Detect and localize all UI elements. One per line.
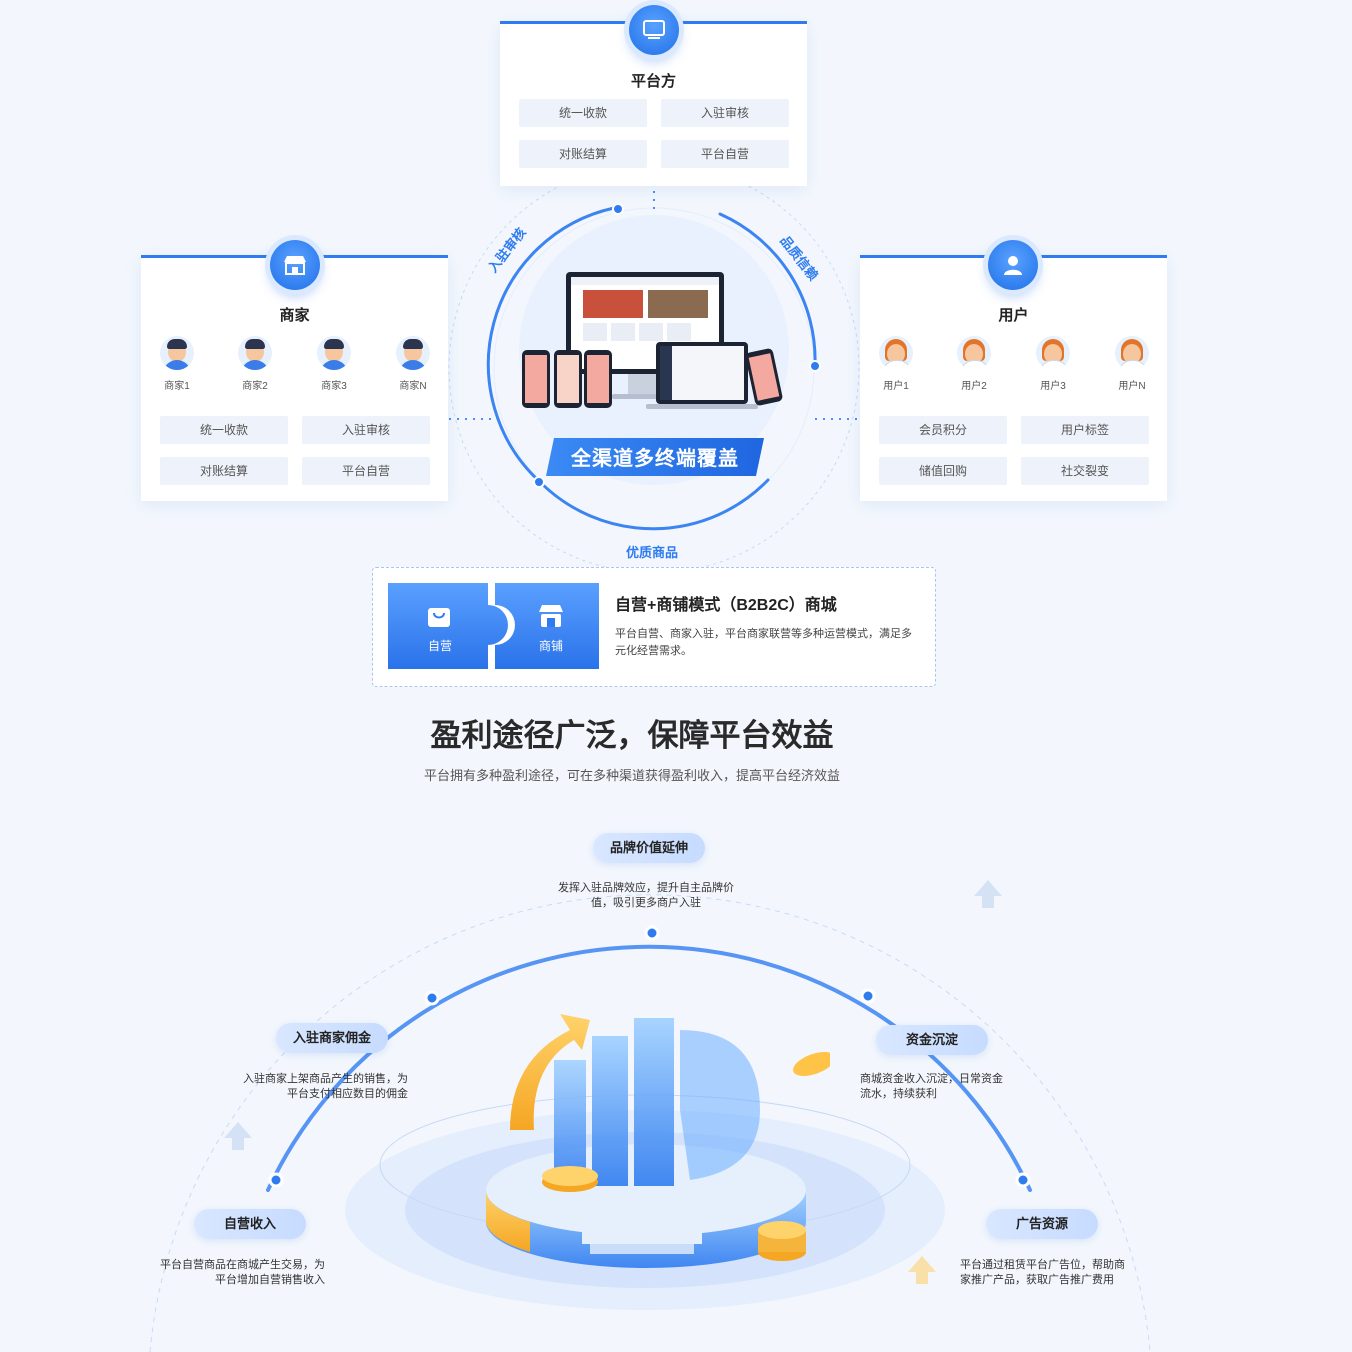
user-item: 社交裂变	[1021, 457, 1149, 485]
user-avatar	[879, 336, 913, 370]
desc-ads: 平台通过租赁平台广告位，帮助商家推广产品，获取广告推广费用	[960, 1259, 1125, 1286]
tag-funds: 资金沉淀	[876, 1025, 988, 1055]
user-item: 会员积分	[879, 416, 1007, 444]
user-avatar	[957, 336, 991, 370]
section-title: 盈利途径广泛，保障平台效益	[430, 718, 834, 753]
merchant-title: 商家	[279, 307, 310, 324]
profit-illustration	[485, 1014, 830, 1268]
devices-illustration	[522, 272, 783, 409]
mode-puzzle	[388, 583, 599, 669]
user-avatar	[1115, 336, 1149, 370]
desc-commission: 入驻商家上架商品产生的销售，为平台支付相应数目的佣金	[243, 1073, 408, 1100]
merchant-avatar	[160, 336, 194, 370]
user-card: 用户 会员积分 用户标签 储值回购 社交裂变	[860, 255, 1167, 501]
merchant-card: 商家 统一收款 入驻审核 对账结算 平台自营	[141, 255, 448, 501]
arc-label-bottom: 优质商品	[626, 545, 679, 560]
merchant-item: 统一收款	[160, 416, 288, 444]
desc-self: 平台自营商品在商城产生交易，为平台增加自营销售收入	[160, 1259, 325, 1286]
tag-brand: 品牌价值延伸	[593, 833, 705, 863]
banner-shape	[546, 438, 764, 476]
merchant-avatar	[396, 336, 430, 370]
desc-funds: 商城资金收入沉淀，日常资金流水，持续获利	[860, 1073, 1003, 1100]
platform-item: 统一收款	[519, 99, 647, 127]
monitor-icon	[629, 5, 679, 55]
mode-desc: 平台自营、商家入驻，平台商家联营等多种运营模式，满足多元化经营需求。	[615, 628, 912, 657]
merchant-avatar-label: 商家1	[164, 381, 190, 392]
merchant-item: 入驻审核	[302, 416, 430, 444]
mode-right-label: 商铺	[538, 639, 563, 653]
user-avatar-label: 用户3	[1040, 381, 1066, 392]
tag-self: 自营收入	[194, 1209, 306, 1239]
user-title: 用户	[998, 307, 1029, 324]
user-avatar-label: 用户1	[883, 381, 909, 392]
merchant-avatar-label: 商家3	[321, 381, 347, 392]
section-subtitle: 平台拥有多种盈利途径，可在多种渠道获得盈利收入，提高平台经济效益	[423, 768, 840, 783]
store-icon	[270, 240, 320, 290]
banner-text: 全渠道多终端覆盖	[571, 448, 739, 470]
tag-ads: 广告资源	[986, 1209, 1098, 1239]
user-icon	[988, 240, 1038, 290]
desc-brand: 发挥入驻品牌效应，提升自主品牌价值，吸引更多商户入驻	[558, 882, 734, 909]
user-item: 储值回购	[879, 457, 1007, 485]
user-avatar	[1036, 336, 1070, 370]
tag-commission: 入驻商家佣金	[276, 1023, 388, 1053]
shop-icon	[539, 605, 563, 627]
merchant-avatar-label: 商家2	[242, 381, 268, 392]
platform-item: 对账结算	[519, 140, 647, 168]
platform-item: 入驻审核	[661, 99, 789, 127]
mode-left-label: 自营	[427, 639, 452, 653]
merchant-avatar	[238, 336, 272, 370]
user-item: 用户标签	[1021, 416, 1149, 444]
platform-title: 平台方	[630, 73, 676, 90]
bag-icon	[428, 608, 450, 627]
mode-title: 自营+商铺模式（B2B2C）商城	[615, 597, 837, 614]
user-avatar-label: 用户N	[1118, 381, 1146, 392]
merchant-avatar-label: 商家N	[399, 381, 427, 392]
platform-item: 平台自营	[661, 140, 789, 168]
user-avatar-label: 用户2	[961, 381, 987, 392]
merchant-item: 对账结算	[160, 457, 288, 485]
merchant-avatar	[317, 336, 351, 370]
merchant-item: 平台自营	[302, 457, 430, 485]
